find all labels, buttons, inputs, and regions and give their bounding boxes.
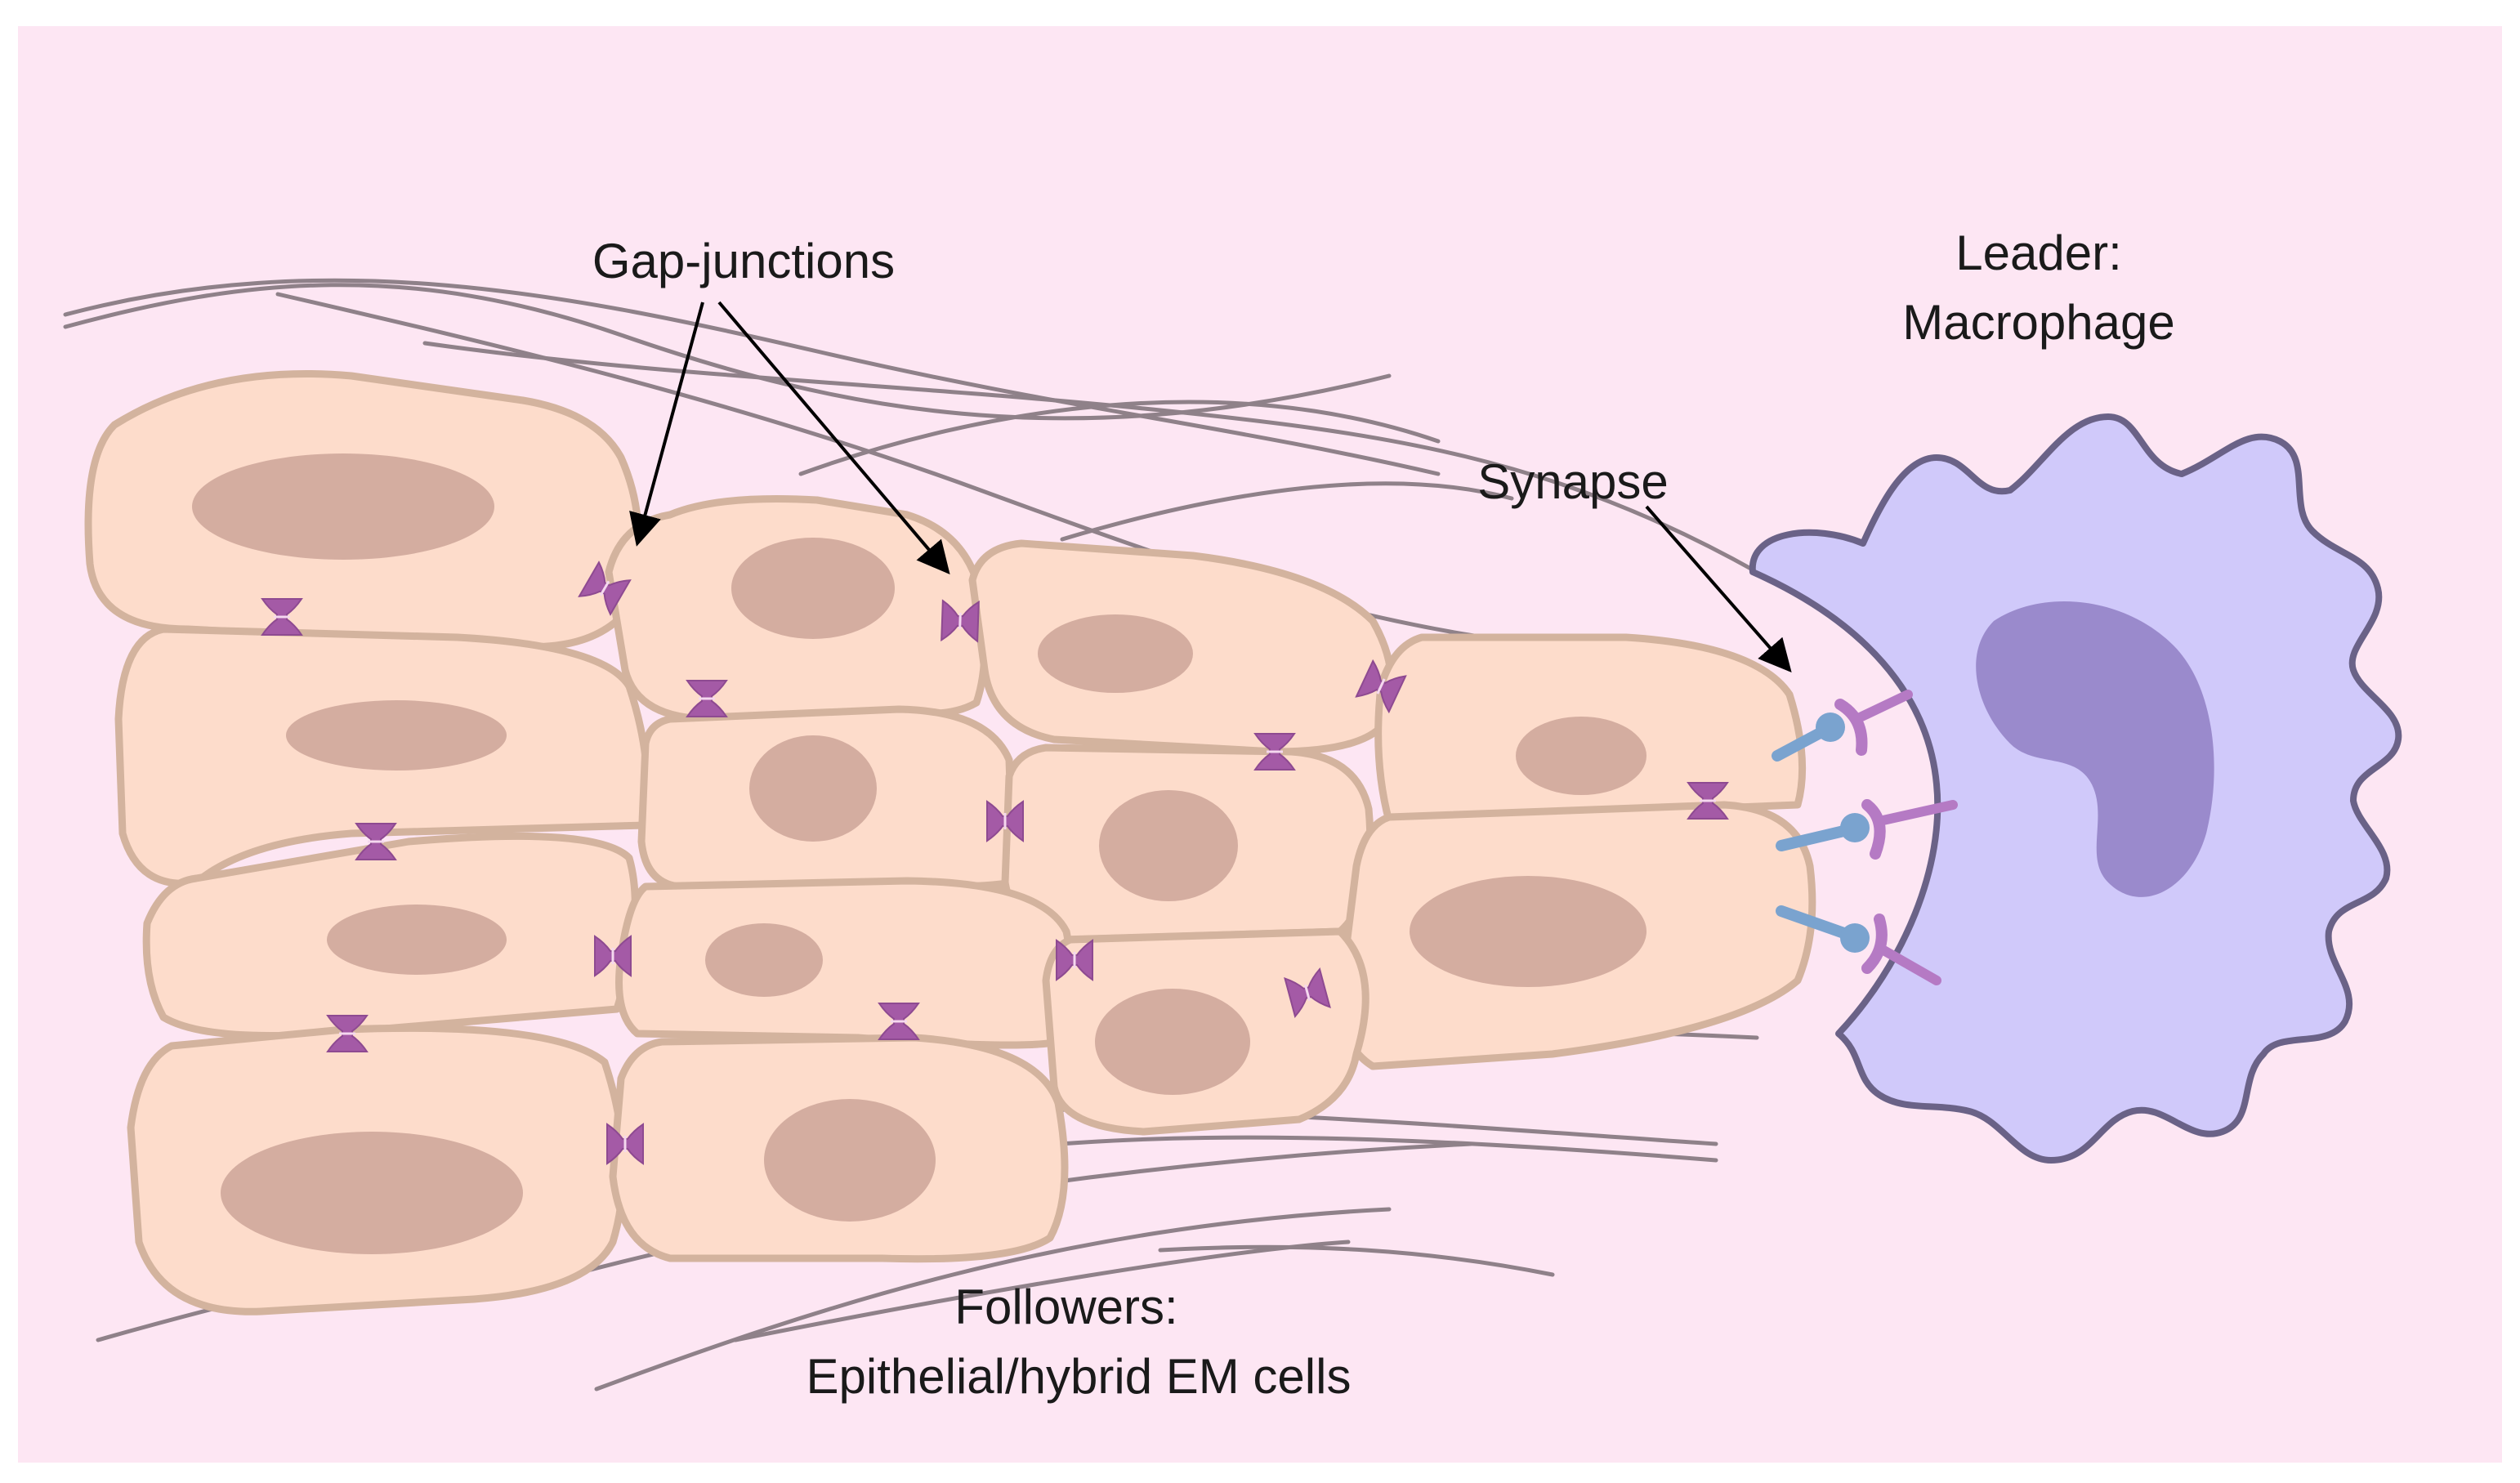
- epithelial-cell: [127, 1024, 628, 1315]
- synapse-receptor-icon: [1776, 799, 1958, 860]
- macrophage-nucleus: [1976, 601, 2214, 897]
- epithelial-cell: [1336, 801, 1816, 1070]
- synapse-receptor-icon: [1772, 690, 1913, 762]
- epithelial-cell: [609, 1034, 1069, 1263]
- epithelial-cell: [1001, 744, 1374, 944]
- leader-label: Leader:: [1955, 226, 2122, 280]
- macrophage-label: Macrophage: [1902, 295, 2175, 350]
- epithelial-cell: [114, 625, 651, 887]
- epithelial-cell: [84, 370, 642, 651]
- epithelial-cell: [1042, 927, 1369, 1136]
- macrophage-cell-icon: [1749, 413, 2402, 1164]
- epithelial-cell: [615, 877, 1075, 1049]
- synapse-label: Synapse: [1477, 454, 1669, 509]
- epithelial-cell: [637, 705, 1017, 891]
- follower-cell-type-label: Epithelial/hybrid EM cells: [806, 1349, 1352, 1404]
- epithelial-cell: [142, 832, 639, 1039]
- followers-label: Followers:: [954, 1280, 1177, 1334]
- gap-junctions-label: Gap-junctions: [592, 234, 895, 288]
- epithelial-cell: [605, 494, 989, 723]
- synapse-receptors: [1772, 690, 1958, 985]
- synapse-receptor-icon: [1776, 905, 1941, 985]
- annotation-arrows: [629, 301, 1792, 673]
- epithelial-cell: [1374, 633, 1807, 825]
- epithelial-cell: [968, 539, 1396, 756]
